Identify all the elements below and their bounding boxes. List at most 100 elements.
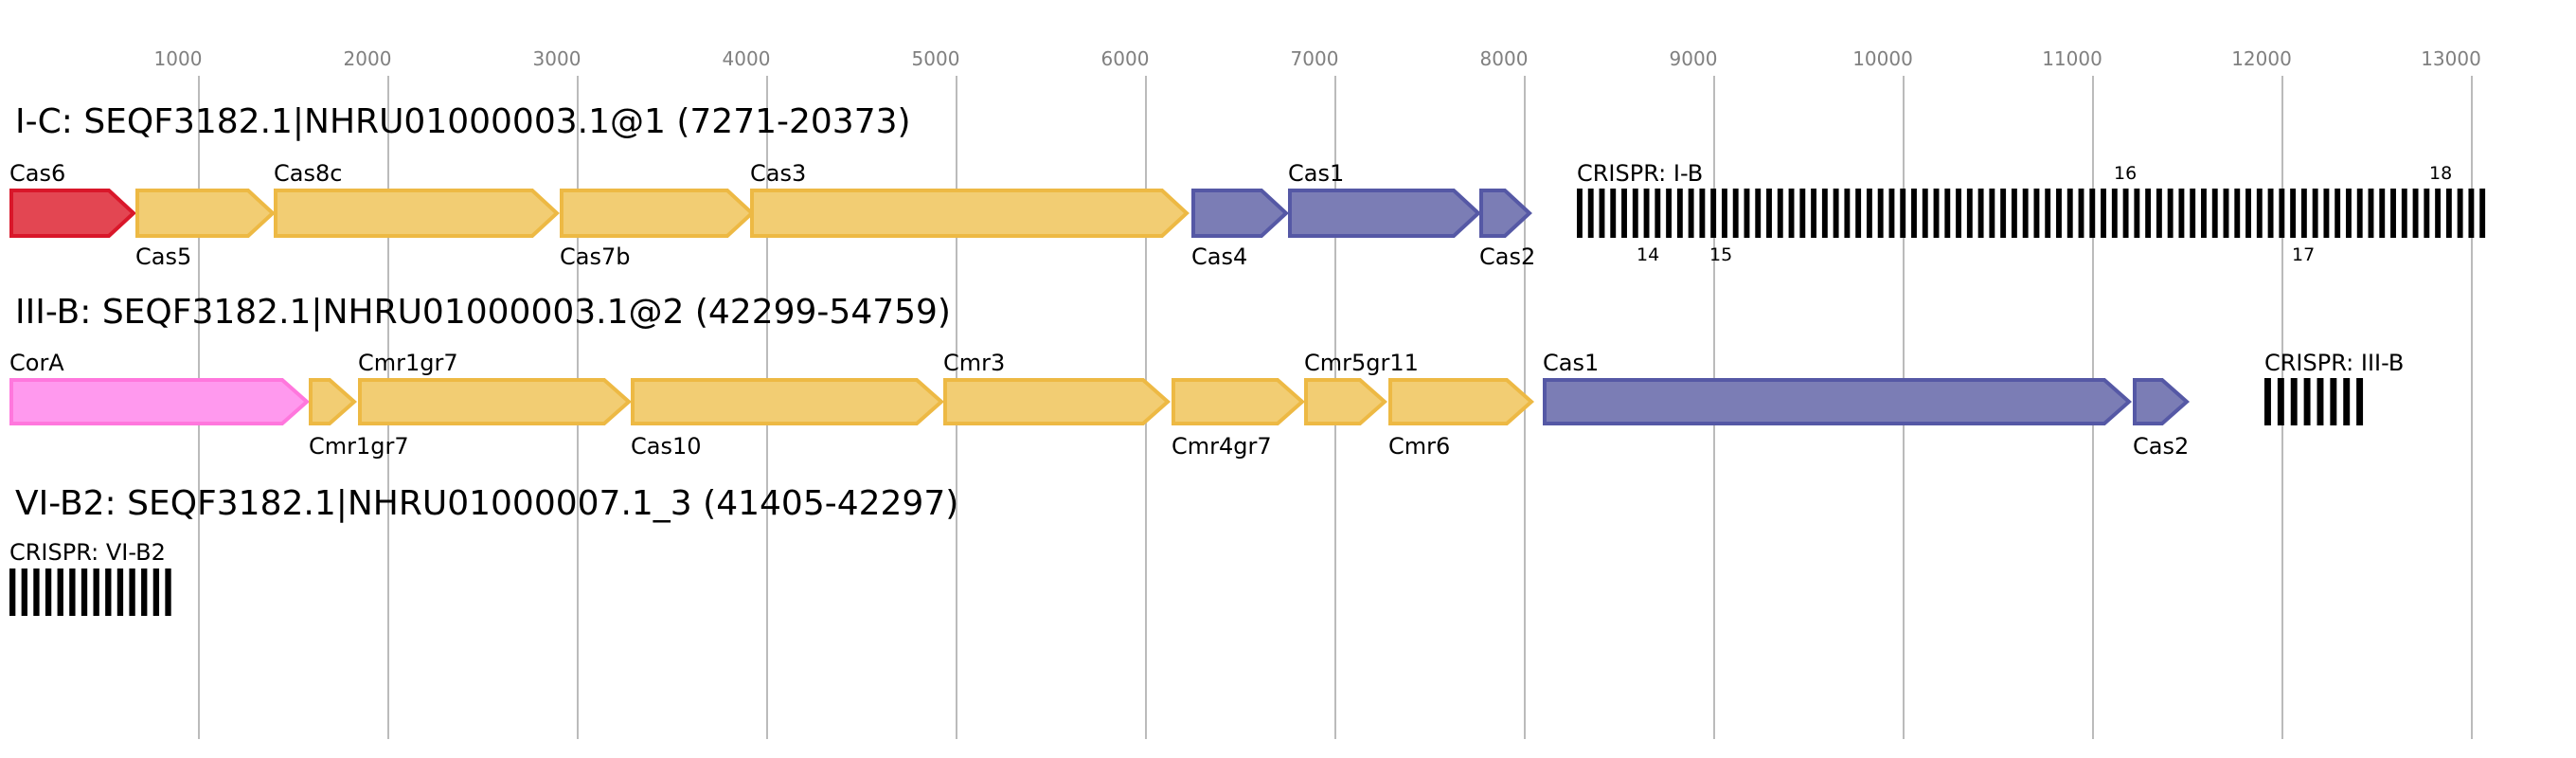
tick-label: 6000 — [1101, 47, 1150, 70]
crispr-repeat — [45, 568, 52, 616]
crispr-repeat — [1755, 189, 1762, 238]
gene-arrow-cas10 — [631, 378, 945, 425]
crispr-repeat — [2330, 378, 2337, 425]
crispr-repeat — [1933, 189, 1940, 238]
gene-arrow-cas6 — [9, 189, 136, 238]
crispr-repeat — [129, 568, 135, 616]
crispr-repeat — [2101, 189, 2106, 238]
crispr-repeat — [2468, 189, 2475, 238]
crispr-repeat — [1777, 189, 1783, 238]
crispr-repeat — [2066, 189, 2073, 238]
crispr-repeat — [2356, 378, 2364, 425]
gene-arrow-cora — [9, 378, 311, 425]
crispr-repeat — [2045, 189, 2051, 238]
gene-arrow-cas7b — [560, 189, 755, 238]
crispr-repeat — [2211, 189, 2218, 238]
locus-title: I-C: SEQF3182.1|NHRU01000003.1@1 (7271-2… — [15, 102, 911, 141]
tick-label: 7000 — [1291, 47, 1339, 70]
crispr-repeat — [1844, 189, 1851, 238]
crispr-repeat — [1811, 189, 1817, 238]
tick-label: 9000 — [1670, 47, 1718, 70]
crispr-repeat — [1688, 189, 1694, 238]
crispr-repeat — [2245, 189, 2251, 238]
crispr-label: CRISPR: VI-B2 — [9, 539, 166, 566]
crispr-repeat — [1599, 189, 1605, 238]
crispr-repeat — [2078, 189, 2084, 238]
gene-arrow-cas8c — [274, 189, 560, 238]
crispr-repeat — [9, 568, 16, 616]
crispr-repeat — [2303, 378, 2311, 425]
tick-label: 11000 — [2042, 47, 2102, 70]
crispr-repeat — [1833, 189, 1839, 238]
crispr-array — [9, 568, 171, 616]
crispr-repeat — [2435, 189, 2442, 238]
crispr-repeat — [1944, 189, 1951, 238]
gene-arrow-cas3 — [750, 189, 1190, 238]
gene-arrow-cmr4gr7 — [1172, 378, 1306, 425]
tick-label: 1000 — [154, 47, 203, 70]
crispr-repeat — [1966, 189, 1973, 238]
gene-label: Cmr1gr7 — [309, 433, 409, 460]
repeat-number: 17 — [2292, 244, 2315, 265]
gene-arrow-cmr1gr7 — [309, 378, 358, 425]
crispr-repeat — [2011, 189, 2017, 238]
gene-arrow-cmr1gr7 — [358, 378, 633, 425]
gene-label: Cmr1gr7 — [358, 350, 458, 376]
crispr-repeat — [2346, 189, 2352, 238]
crispr-repeat — [2267, 189, 2274, 238]
crispr-repeat — [2279, 189, 2285, 238]
crispr-repeat — [2343, 378, 2351, 425]
crispr-repeat — [2223, 189, 2229, 238]
crispr-repeat — [1610, 189, 1617, 238]
gene-label: Cas10 — [631, 433, 702, 460]
crispr-repeat — [1655, 189, 1661, 238]
gene-arrow-cas2 — [2133, 378, 2191, 425]
gene-arrow-cmr5gr11 — [1304, 378, 1388, 425]
crispr-repeat — [2256, 189, 2263, 238]
tick-label: 13000 — [2421, 47, 2481, 70]
crispr-repeat — [1866, 189, 1872, 238]
crispr-array — [2264, 378, 2364, 425]
gene-label: CorA — [9, 350, 64, 376]
gene-label: Cmr5gr11 — [1304, 350, 1419, 376]
crispr-repeat — [2056, 189, 2062, 238]
crispr-repeat — [1855, 189, 1862, 238]
crispr-repeat — [2022, 189, 2029, 238]
crispr-repeat — [1799, 189, 1806, 238]
crispr-repeat — [1977, 189, 1984, 238]
gene-label: Cas6 — [9, 160, 65, 187]
crispr-repeat — [2290, 189, 2297, 238]
gene-label: Cas7b — [560, 244, 630, 270]
crispr-repeat — [2479, 189, 2486, 238]
gene-arrow-cas2 — [1479, 189, 1532, 238]
crispr-repeat — [1900, 189, 1906, 238]
gene-label: Cas2 — [1479, 244, 1535, 270]
loci: I-C: SEQF3182.1|NHRU01000003.1@1 (7271-2… — [9, 102, 2486, 616]
crispr-repeat — [1821, 189, 1828, 238]
gene-label: Cmr3 — [943, 350, 1005, 376]
crispr-repeat — [21, 568, 27, 616]
crispr-repeat — [93, 568, 99, 616]
crispr-repeat — [1587, 189, 1594, 238]
crispr-repeat — [1911, 189, 1917, 238]
gene-label: Cas1 — [1288, 160, 1344, 187]
crispr-repeat — [1632, 189, 1638, 238]
locus-row: I-C: SEQF3182.1|NHRU01000003.1@1 (7271-2… — [9, 102, 2486, 270]
crispr-repeat — [2156, 189, 2162, 238]
gene-label: Cas3 — [750, 160, 806, 187]
crispr-repeat — [2178, 189, 2185, 238]
crispr-repeat — [1643, 189, 1650, 238]
crispr-repeat — [57, 568, 63, 616]
crispr-repeat — [1766, 189, 1772, 238]
tick-label: 12000 — [2231, 47, 2292, 70]
repeat-number: 16 — [2114, 163, 2137, 184]
crispr-repeat — [2190, 189, 2196, 238]
gene-label: Cas5 — [135, 244, 191, 270]
gene-arrow-cas1 — [1288, 189, 1481, 238]
locus-row: VI-B2: SEQF3182.1|NHRU01000007.1_3 (4140… — [9, 484, 958, 616]
gene-arrow-cas4 — [1191, 189, 1289, 238]
crispr-repeat — [69, 568, 76, 616]
crispr-repeat — [2445, 189, 2452, 238]
locus-title: III-B: SEQF3182.1|NHRU01000003.1@2 (4229… — [15, 293, 951, 332]
crispr-repeat — [2424, 189, 2430, 238]
